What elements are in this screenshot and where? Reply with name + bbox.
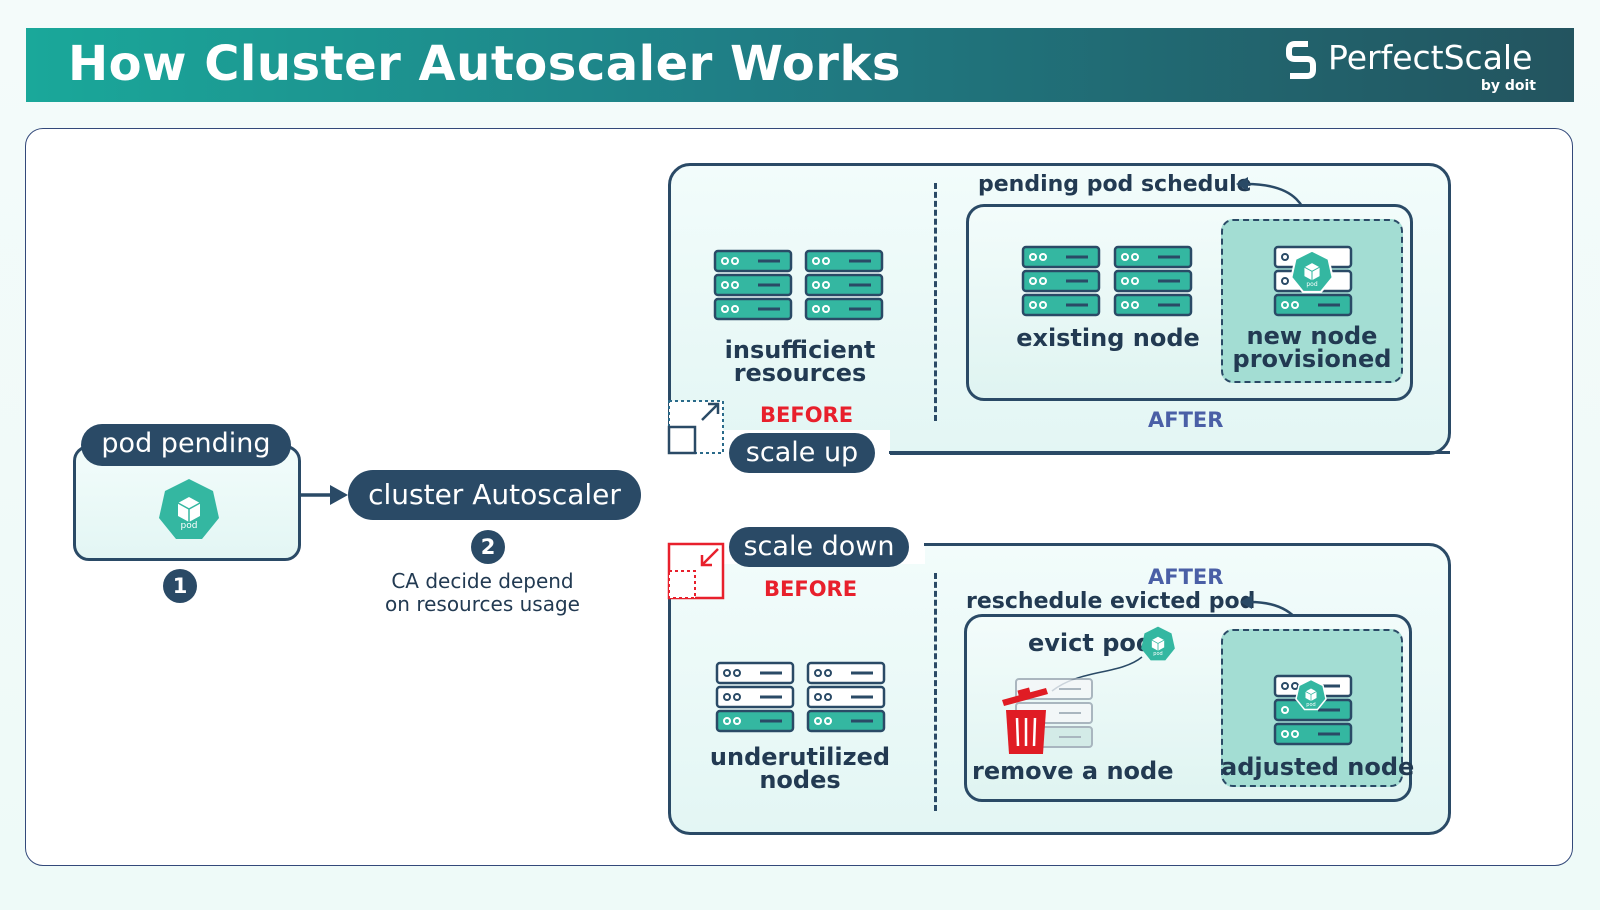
arrow-right-icon [300, 485, 348, 505]
pod-icon [159, 479, 219, 539]
pending-pod-schedule-label: pending pod schedule [978, 172, 1252, 197]
step-1-badge: 1 [163, 569, 197, 603]
pod-label: pod [1306, 281, 1318, 288]
pod-label: pod [1153, 651, 1163, 657]
pod-pending-pill: pod pending [81, 424, 291, 466]
header-banner: How Cluster Autoscaler Works PerfectScal… [26, 28, 1574, 102]
page-title: How Cluster Autoscaler Works [68, 36, 901, 92]
brand-name: PerfectScale [1328, 38, 1533, 77]
scale-up-divider [934, 183, 937, 421]
existing-node-label: existing node [1016, 324, 1200, 352]
scale-up-line [889, 451, 1450, 454]
pod-icon [1295, 678, 1327, 711]
shrink-icon [667, 542, 725, 600]
server-rack-icon [715, 661, 795, 733]
insufficient-resources-label: insufficient resources [724, 336, 876, 387]
underutilized-nodes-label: underutilized nodes [709, 743, 891, 794]
evict-pod-label: evict pod [1028, 629, 1154, 657]
scale-down-after-tag: AFTER [1148, 565, 1224, 589]
cluster-autoscaler-pill: cluster Autoscaler [348, 470, 641, 520]
server-rack-icon [1021, 245, 1101, 317]
brand-subtitle: by doit [1480, 78, 1536, 94]
remove-node-label: remove a node [972, 757, 1174, 785]
server-rack-icon [806, 661, 886, 733]
new-node-provisioned-label: new node provisioned [1232, 322, 1392, 373]
trash-icon [1002, 687, 1048, 754]
scale-down-before-tag: BEFORE [764, 577, 858, 601]
perfectscale-logo-icon [1286, 41, 1316, 79]
pod-label: pod [180, 521, 198, 531]
server-rack-icon [804, 249, 884, 321]
scale-down-pill: scale down [729, 527, 909, 567]
expand-icon [667, 400, 724, 455]
brand-logo: PerfectScale by doit [1286, 36, 1536, 96]
server-rack-icon [713, 249, 793, 321]
scale-down-divider [934, 573, 937, 811]
pod-label: pod [1306, 702, 1316, 708]
pod-icon [1290, 249, 1334, 293]
scale-down-line [924, 543, 1424, 546]
ca-decision-caption: CA decide depend on resources usage [385, 569, 580, 616]
scale-up-before-tag: BEFORE [760, 403, 854, 427]
scale-up-pill: scale up [729, 433, 875, 473]
server-rack-icon [1113, 245, 1193, 317]
adjusted-node-label: adjusted node [1221, 753, 1415, 781]
pod-icon [1141, 626, 1175, 661]
step-2-badge: 2 [471, 530, 505, 564]
reschedule-evicted-pod-label: reschedule evicted pod [966, 589, 1256, 614]
scale-up-after-tag: AFTER [1148, 408, 1224, 432]
